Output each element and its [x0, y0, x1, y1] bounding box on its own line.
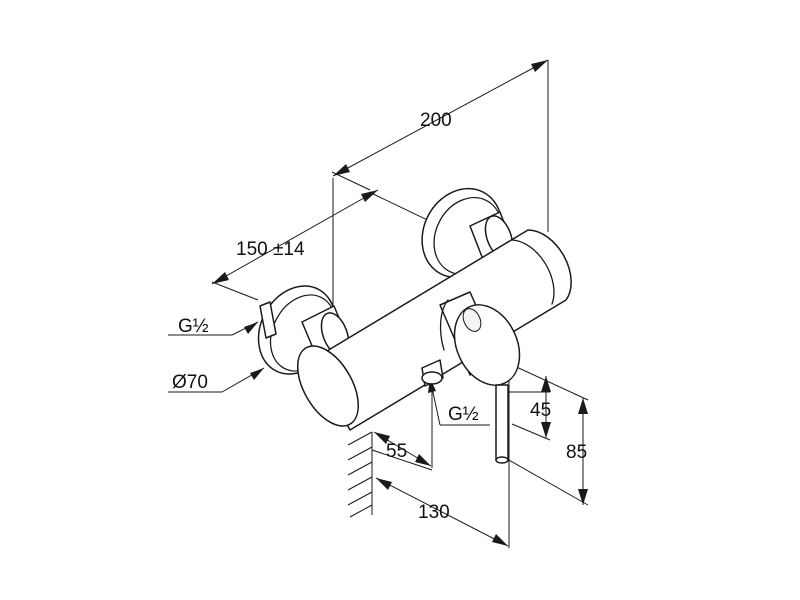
dim-label-55: 55 — [386, 441, 407, 462]
leader-lines — [168, 321, 490, 426]
dim-label-130: 130 — [418, 502, 450, 523]
lever-cap — [439, 291, 521, 386]
dimension-130 — [375, 477, 509, 547]
mixer-body — [296, 229, 572, 431]
dim-label-45: 45 — [530, 400, 551, 421]
dim-label-85: 85 — [566, 442, 587, 463]
dim-label-200: 200 — [420, 110, 452, 131]
dim-label-150: 150 ±14 — [236, 239, 305, 260]
dim-label-outlet-thread: G½ — [448, 404, 479, 425]
dim-label-diameter: Ø70 — [172, 372, 208, 393]
dimension-200 — [332, 59, 549, 177]
lever-rod — [495, 384, 509, 464]
dimension-45 — [541, 376, 551, 438]
outlet-nozzle — [421, 359, 444, 387]
wall-hatch — [347, 431, 373, 518]
dimension-150 — [211, 189, 379, 285]
dim-label-inlet-thread: G½ — [178, 316, 209, 337]
dimension-85 — [578, 398, 588, 505]
dimension-55 — [373, 431, 432, 467]
